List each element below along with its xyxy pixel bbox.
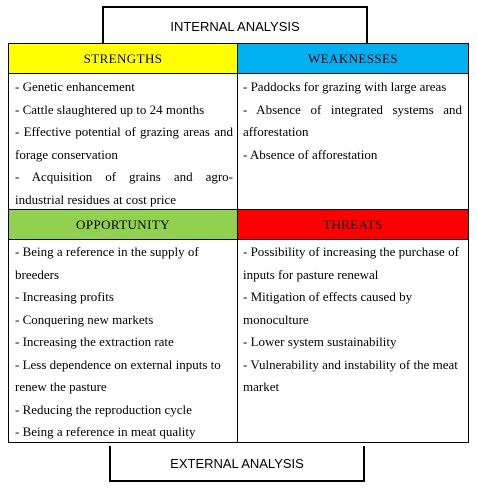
weaknesses-list: - Paddocks for grazing with large areas -… [243, 76, 462, 166]
weaknesses-header: WEAKNESSES [238, 44, 468, 74]
swot-matrix: STRENGTHS - Genetic enhancement - Cattle … [8, 43, 469, 443]
opportunity-item: - Being a reference in the supply of bre… [15, 244, 199, 282]
threats-list: - Possibility of increasing the purchase… [243, 241, 462, 399]
strengths-list: - Genetic enhancement - Cattle slaughtere… [15, 76, 233, 211]
strengths-item: - Genetic enhancement [15, 79, 135, 94]
threats-item: - Vulnerability and instability of the m… [243, 356, 458, 395]
vertical-divider [237, 44, 238, 442]
strengths-item: - Effective potential of grazing areas a… [15, 124, 233, 162]
strengths-item: - Cattle slaughtered up to 24 months [15, 101, 205, 117]
external-analysis-label: EXTERNAL ANALYSIS [109, 446, 365, 482]
weaknesses-item: - Absence of afforestation [243, 146, 378, 162]
weaknesses-item: - Absence of integrated systems and affo… [243, 101, 462, 140]
threats-item: - Lower system sustainability [243, 334, 397, 349]
opportunity-item: - Increasing the extraction rate [15, 334, 174, 349]
threats-item: - Mitigation of effects caused by monocu… [243, 289, 413, 327]
opportunity-item: - Less dependence on external inputs to … [15, 356, 221, 395]
opportunity-header: OPPORTUNITY [9, 210, 237, 240]
opportunity-item: - Reducing the reproduction cycle [15, 401, 192, 417]
strengths-item: - Acquisition of grains and agro-industr… [15, 169, 233, 207]
horizontal-divider [9, 209, 468, 210]
weaknesses-item: - Paddocks for grazing with large areas [243, 79, 447, 94]
threats-header: THREATS [238, 210, 468, 240]
internal-analysis-label: INTERNAL ANALYSIS [102, 6, 368, 44]
threats-item: - Possibility of increasing the purchase… [243, 244, 459, 282]
strengths-header: STRENGTHS [9, 44, 237, 74]
opportunity-item: - Being a reference in meat quality [15, 424, 196, 439]
opportunity-item: - Increasing profits [15, 289, 114, 304]
opportunity-list: - Being a reference in the supply of bre… [15, 241, 233, 444]
opportunity-item: - Conquering new markets [15, 311, 154, 327]
